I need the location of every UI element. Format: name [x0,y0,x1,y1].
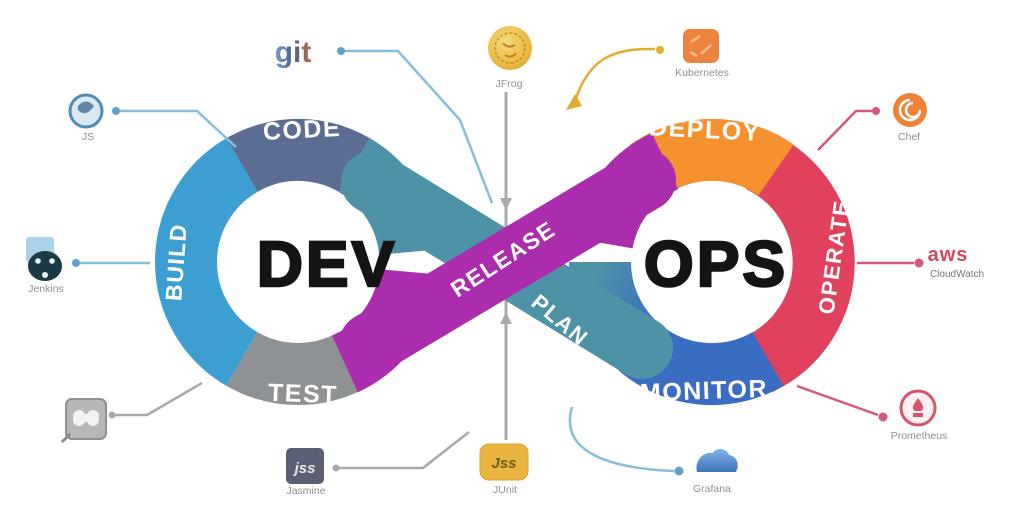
prometheus-tool: Prometheus [891,389,948,442]
git-icon: git [275,36,312,69]
git-connector-dot [337,47,345,55]
jfrog-icon-glyph [502,42,517,58]
chef-connector-line [817,109,872,151]
prometheus-connector-line [796,384,879,417]
prometheus-icon-base [913,413,923,417]
test-tool-connector-dot [108,411,116,419]
prometheus-connector-dot [878,412,888,422]
build-arc [155,138,259,386]
chef-label: Chef [898,131,920,143]
code-label: CODE [262,114,342,146]
deploy-label: DEPLOY [648,113,761,147]
chef-icon [893,93,927,127]
ops-label: OPS [644,228,788,300]
prometheus-label: Prometheus [891,430,948,442]
test-label: TEST [268,379,339,409]
chef-connector-dot [872,107,880,115]
deploy-tool-arrow-icon [566,94,582,110]
test-tool-glyph [80,414,92,422]
kubernetes-icon-glyph [689,34,712,58]
git-connector-line [341,49,494,204]
jenkins-tool: Jenkins [26,237,64,295]
build-label: BUILD [160,222,191,301]
grafana-connector [568,406,684,476]
aws-connector [857,258,924,268]
chef-icon-swirl [898,98,922,122]
aws-sublabel: CloudWatch [930,269,984,280]
deploy-tool-connector-curve [572,47,656,105]
jasmine-icon [286,448,324,484]
grafana-connector-curve [568,406,675,473]
jenkins-connector [72,259,150,267]
js-tool: JS [68,93,104,143]
deploy-tool-connector [566,46,664,110]
junit-label: JUnit [493,484,517,496]
js-label: JS [82,131,94,143]
monitor-label: MONITOR [640,375,769,407]
jasmine-connector-line [336,431,470,470]
git-tool: git [275,36,312,69]
aws-connector-dot [914,258,924,268]
jenkins-icon-eye [49,258,55,264]
jasmine-tool: jss Jasmine [286,448,326,497]
js-connector [112,107,237,148]
aws-icon: aws [928,244,969,266]
divider-arrow-down-icon [500,198,512,210]
git-connector [337,47,494,204]
grafana-tool: Grafana [693,449,738,495]
prometheus-connector [796,384,888,422]
jasmine-icon-text: jss [293,460,316,477]
divider-arrow-up-icon [500,312,512,324]
test-tool [60,398,107,444]
plan-arc-left [337,138,441,256]
kubernetes-label: Kubernetes [675,67,729,79]
junit-icon [479,443,529,481]
prometheus-icon-flame [912,398,924,411]
junit-icon-text: Jss [491,455,516,472]
js-icon-glyph [78,101,94,114]
js-connector-dot [112,107,120,115]
release-ribbon [339,149,676,375]
chef-connector [817,107,880,151]
js-connector-line [116,109,237,148]
test-tool-handle [60,432,72,444]
aws-tool: aws CloudWatch [928,244,984,280]
grafana-label: Grafana [693,483,731,495]
test-tool-connector [108,381,203,419]
dev-label: DEV [257,228,398,300]
jasmine-label: Jasmine [286,485,325,497]
jfrog-icon-ring [494,32,526,64]
jfrog-label: JFrog [496,78,523,90]
junit-tool: Jss JUnit [479,443,529,496]
kubernetes-tool: Kubernetes [675,29,729,79]
kubernetes-icon [683,29,719,63]
chef-tool: Chef [893,93,927,143]
jenkins-icon-mouth [42,272,48,278]
jenkins-icon-eye [35,258,41,264]
jfrog-tool: JFrog [488,26,532,90]
jenkins-connector-dot [72,259,80,267]
jasmine-connector-dot [332,464,340,472]
test-arc [226,331,370,405]
operate-arc [745,132,855,393]
deploy-tool-connector-dot [656,46,664,54]
test-tool-connector-line [112,381,203,417]
grafana-icon [696,449,738,472]
jasmine-connector [332,431,470,472]
grafana-connector-dot [674,466,684,476]
jenkins-label: Jenkins [28,283,64,295]
jenkins-icon [28,251,62,281]
